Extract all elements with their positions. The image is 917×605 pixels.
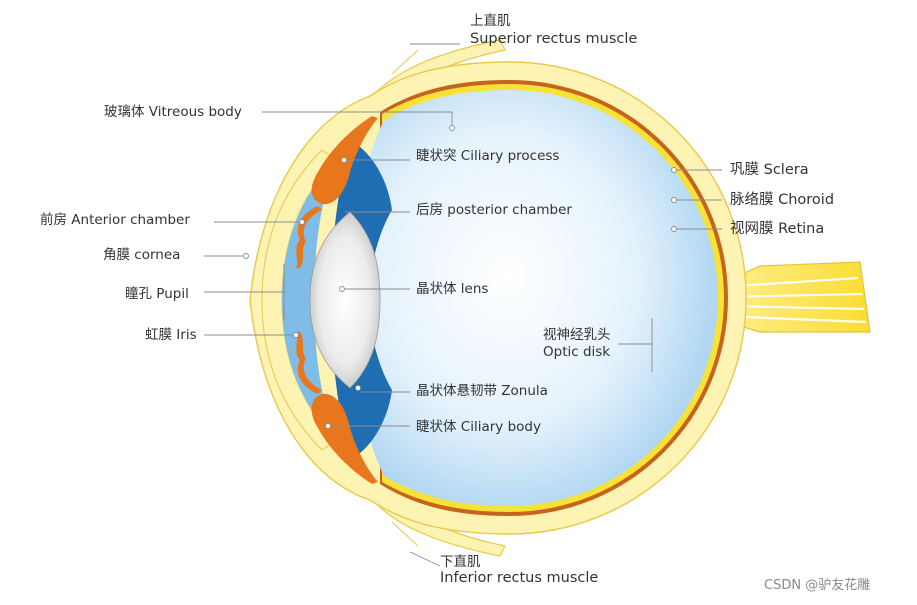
label-ciliary-process: 睫状突 Ciliary process	[416, 148, 559, 164]
label-inferior-rectus-en: Inferior rectus muscle	[440, 570, 598, 586]
label-ciliary-body: 睫状体 Ciliary body	[416, 419, 541, 435]
label-pupil: 瞳孔 Pupil	[125, 285, 189, 302]
label-superior-rectus-cn: 上直肌	[470, 13, 511, 29]
lens	[309, 211, 381, 389]
label-zonula: 晶状体悬韧带 Zonula	[416, 383, 548, 399]
label-lens: 晶状体 lens	[416, 281, 488, 297]
label-vitreous-body: 玻璃体 Vitreous body	[104, 103, 242, 120]
label-retina: 视网膜 Retina	[730, 220, 824, 237]
label-anterior-chamber: 前房 Anterior chamber	[40, 211, 190, 228]
watermark: CSDN @驴友花雕	[764, 577, 870, 593]
label-sclera: 巩膜 Sclera	[730, 161, 809, 178]
label-optic-disk-cn: 视神经乳头	[543, 327, 611, 343]
label-posterior-chamber: 后房 posterior chamber	[416, 202, 572, 218]
label-choroid: 脉络膜 Choroid	[730, 191, 834, 208]
leader-lines	[204, 43, 722, 567]
label-optic-disk-en: Optic disk	[543, 344, 610, 360]
label-iris: 虹膜 Iris	[145, 327, 197, 343]
label-superior-rectus-en: Superior rectus muscle	[470, 31, 637, 47]
vitreous-body	[352, 90, 718, 506]
label-inferior-rectus-cn: 下直肌	[440, 554, 481, 570]
label-cornea: 角膜 cornea	[103, 247, 180, 263]
anterior-chamber	[282, 160, 336, 440]
ciliary-body	[311, 393, 378, 484]
